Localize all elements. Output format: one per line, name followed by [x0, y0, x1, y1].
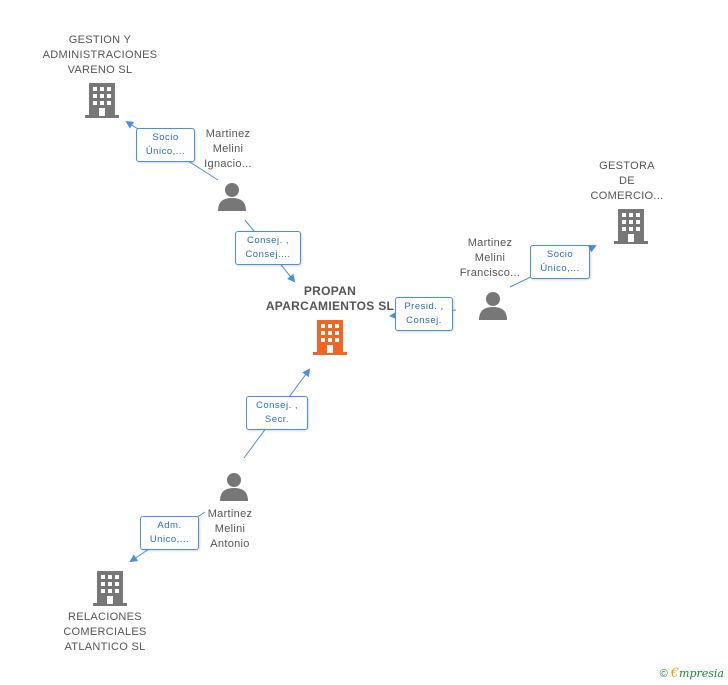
main-building-icon[interactable] [313, 320, 347, 356]
role-badge-francisco-main[interactable]: Presid. , Consej. [395, 297, 453, 331]
company-gestion-label: GESTION Y ADMINISTRACIONES VARENO SL [42, 34, 158, 76]
company-relaciones-label: RELACIONES COMERCIALES ATLANTICO SL [63, 611, 147, 653]
main-company-label: PROPAN APARCAMIENTOS SL [265, 284, 395, 313]
role-badge-ignacio-gestion[interactable]: Socio Único,... [136, 128, 195, 162]
footer-brand: © €mpresia [660, 666, 724, 681]
role-badge-antonio-main[interactable]: Consej. , Secr. [246, 396, 308, 430]
role-badge-francisco-gestora[interactable]: Socio Único,... [530, 245, 590, 279]
role-badge-antonio-relaciones[interactable]: Adm. Unico,... [140, 516, 199, 550]
person-antonio-label: Martinez Melini Antonio [207, 508, 253, 550]
person-ignacio-label: Martinez Melini Ignacio... [204, 128, 252, 170]
building-icon[interactable] [93, 571, 127, 607]
person-icon[interactable] [219, 472, 249, 502]
role-badge-ignacio-main[interactable]: Consej. , Consej.... [235, 231, 301, 265]
empresia-logo-mark: € [670, 666, 680, 681]
building-icon[interactable] [85, 83, 119, 119]
person-icon[interactable] [478, 291, 508, 321]
empresia-logo-text: mpresia [679, 667, 724, 680]
copyright-icon: © [659, 668, 668, 680]
person-francisco-label: Martinez Melini Francisco... [459, 237, 521, 279]
building-icon[interactable] [614, 209, 648, 245]
person-icon[interactable] [217, 182, 247, 212]
company-gestora-label: GESTORA DE COMERCIO... [590, 160, 664, 202]
